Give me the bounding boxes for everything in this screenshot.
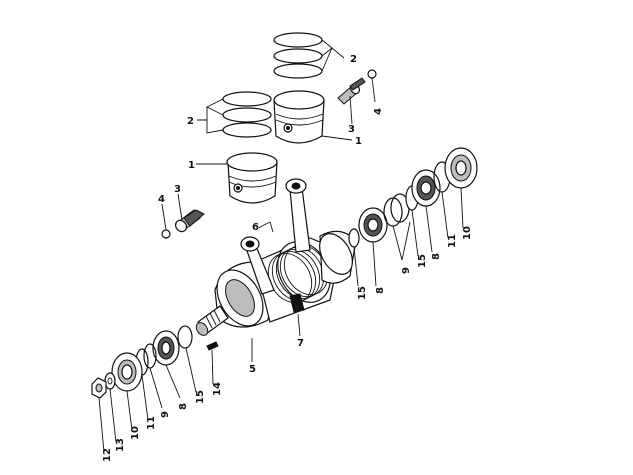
callout-4-upper-right: 4: [373, 108, 384, 115]
callout-9-right: 9: [401, 267, 412, 274]
crankshaft: [195, 230, 357, 336]
connecting-rod-right: [285, 178, 311, 253]
crankshaft-key-center: [289, 293, 305, 313]
callout-14: 14: [212, 382, 223, 396]
seal-right-10: [444, 147, 478, 189]
callout-8-right-a: 8: [375, 287, 386, 294]
spacer-rings-right-9: [383, 193, 410, 227]
nut-left-12: [91, 377, 107, 399]
callout-15-right-b: 15: [417, 254, 428, 268]
callout-11-right: 11: [447, 234, 458, 248]
callout-labels: 2 4 3 1 2 1 3 4 6 5 7 14 15 8 9 11 10 13…: [102, 54, 473, 462]
callout-10-right: 10: [462, 226, 473, 240]
callout-3-upper-right: 3: [348, 124, 355, 135]
callout-1-upper-right: 1: [355, 136, 362, 147]
seal-left-10: [111, 352, 143, 392]
callout-13: 13: [115, 438, 126, 452]
piston-rings-upper-right: [273, 32, 323, 79]
callout-3-left: 3: [174, 184, 181, 195]
seal-ring-left-15: [177, 325, 193, 349]
seal-ring-right-15a: [348, 228, 360, 248]
woodruff-key-14: [206, 341, 219, 351]
wrist-pin-upper-right: [337, 77, 366, 105]
piston-left: [226, 152, 278, 204]
callout-6: 6: [252, 222, 259, 233]
bearing-right-8b: [411, 169, 441, 207]
connecting-rod-left: [240, 236, 275, 295]
callout-5: 5: [249, 364, 256, 375]
callout-2-left: 2: [187, 116, 194, 127]
callout-2-upper-right: 2: [350, 54, 357, 65]
retaining-wire: [261, 221, 274, 233]
callout-9-left: 9: [160, 411, 171, 418]
wrist-pin-clip-left: [161, 229, 171, 239]
callout-8-left: 8: [178, 403, 189, 410]
bearing-left-8: [152, 330, 180, 366]
callout-11-left: 11: [146, 416, 157, 430]
callout-1-left: 1: [188, 160, 195, 171]
leader-lines: [98, 39, 464, 453]
callout-7: 7: [297, 338, 304, 349]
callout-10-left: 10: [130, 426, 141, 440]
piston-upper-right: [273, 90, 325, 144]
piston-rings-left: [222, 91, 272, 138]
bearing-right-8a: [358, 207, 388, 243]
wrist-pin-left: [174, 209, 205, 233]
callout-12: 12: [102, 448, 113, 462]
callout-8-right-b: 8: [431, 253, 442, 260]
callout-15-right-a: 15: [357, 286, 368, 300]
callout-15-left: 15: [195, 390, 206, 404]
callout-4-left: 4: [158, 194, 165, 205]
wrist-pin-clip-upper-right: [367, 69, 377, 79]
